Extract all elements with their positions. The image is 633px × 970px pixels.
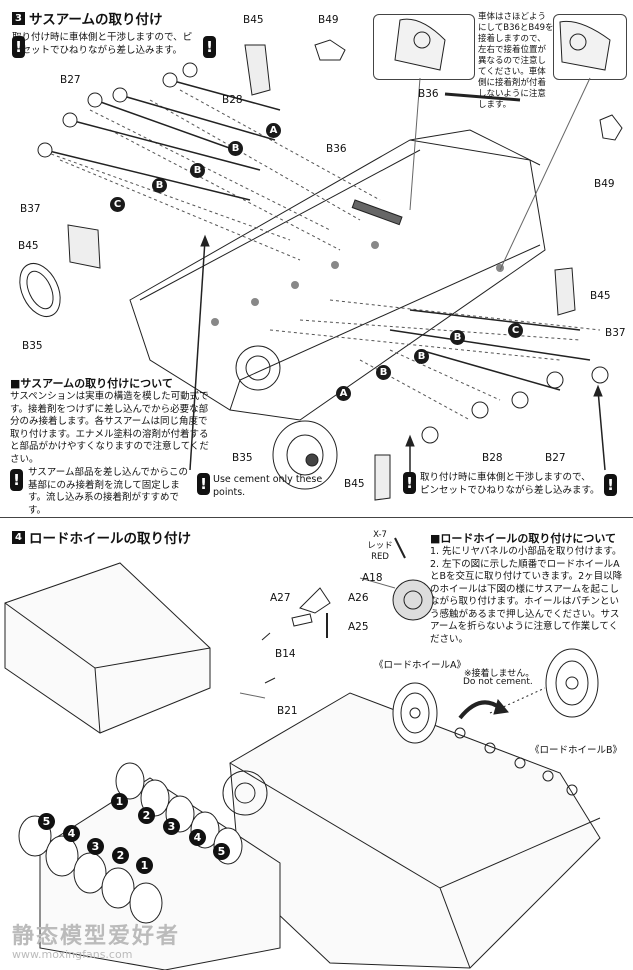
label-b36: B36 [326, 143, 347, 155]
warning-icon: ! [12, 36, 25, 58]
step3-tip-bottom: 取り付け時に車体側と干渉しますので、ピンセットでひねりながら差し込みます。 [420, 472, 600, 496]
label-a26: A26 [348, 592, 369, 604]
label-a18: A18 [362, 572, 383, 584]
step3-number: 3 [12, 11, 25, 25]
wheel-b-label: 《ロードホイールB》 [530, 745, 623, 756]
hull-side-plate [230, 245, 540, 410]
step3-about-body: サスペンションは実車の構造を模した可動式です。接着剤をつけずに差し込んでから必要… [10, 391, 209, 465]
step3-cement-en: Use cement only these points. [213, 474, 323, 498]
step4-about-title: ■ロードホイールの取り付けについて [430, 532, 617, 545]
hull-top-edge [140, 150, 420, 300]
label-b27: B27 [60, 74, 81, 86]
step3-tip-top: 取り付け時に車体側と干渉しますので、ピンセットでひねりながら差し込みます。 [12, 32, 198, 57]
label-b35: B35 [22, 340, 43, 352]
warning-icon: ! [403, 472, 416, 494]
step3-diagram [0, 0, 633, 517]
label-b37: B37 [20, 203, 41, 215]
step4-heading: 4 ロードホイールの取り付け [12, 527, 191, 547]
label-b35: B35 [232, 452, 253, 464]
step3-about: ■サスアームの取り付けについて サスペンションは実車の構造を模した可動式です。接… [10, 375, 210, 466]
order-marker: 1 [111, 793, 128, 810]
order-marker: 5 [213, 843, 230, 860]
no-cement-en: Do not cement. [463, 677, 533, 687]
marker-b: B [228, 141, 243, 156]
order-marker: 2 [138, 807, 155, 824]
paint-callout: X-7 レッド RED [366, 530, 394, 563]
label-b28: B28 [222, 94, 243, 106]
warning-icon: ! [203, 36, 216, 58]
marker-b: B [190, 163, 205, 178]
label-b45: B45 [590, 290, 611, 302]
label-b28: B28 [482, 452, 503, 464]
step3-tip-top-text: 取り付け時に車体側と干渉しますので、ピンセットでひねりながら差し込みます。 [12, 32, 193, 56]
step3-about-title: ■サスアームの取り付けについて [10, 377, 173, 390]
step3-detail-note: 車体はさほどようにしてB36とB49を接着しますので、左右で接着位置が異なるので… [478, 12, 554, 110]
label-b45: B45 [243, 14, 264, 26]
step3-cement-note: サスアーム部品を差し込んでからこの基部にのみ接着剤を流して固定します。流し込み系… [28, 467, 188, 516]
warning-icon: ! [10, 469, 23, 491]
paint-name-en: RED [371, 552, 389, 562]
order-marker: 3 [163, 818, 180, 835]
paint-name-jp: レッド [367, 541, 393, 551]
marker-b: B [152, 178, 167, 193]
step3-title: サスアームの取り付け [29, 12, 163, 28]
order-marker: 2 [112, 847, 129, 864]
order-marker: 3 [87, 838, 104, 855]
marker-b: B [414, 349, 429, 364]
marker-b: B [376, 365, 391, 380]
no-cement-jp: ※接着しません。 [464, 669, 535, 679]
step4-number: 4 [12, 530, 25, 544]
label-b14: B14 [275, 648, 296, 660]
marker-c: C [508, 323, 523, 338]
wheel-a-label: 《ロードホイールA》 [374, 660, 466, 671]
label-a25: A25 [348, 621, 369, 633]
marker-a: A [266, 123, 281, 138]
label-b37: B37 [605, 327, 626, 339]
marker-a: A [336, 386, 351, 401]
label-b49: B49 [594, 178, 615, 190]
order-marker: 4 [63, 825, 80, 842]
section-divider [0, 517, 633, 518]
label-b21: B21 [277, 705, 298, 717]
warning-icon: ! [197, 473, 210, 495]
order-marker: 4 [189, 829, 206, 846]
step4-about-body-1: 1. 先にリヤパネルの小部品を取り付けます。 [430, 546, 622, 557]
warning-icon: ! [604, 474, 617, 496]
rear-hull [5, 563, 210, 733]
label-b36: B36 [418, 88, 439, 100]
step4-diagram [0, 518, 633, 970]
lower-hull [40, 778, 280, 970]
marker-c: C [110, 197, 125, 212]
order-marker: 5 [38, 813, 55, 830]
hull-front-plate [410, 130, 540, 165]
step4-about: ■ロードホイールの取り付けについて 1. 先にリヤパネルの小部品を取り付けます。… [430, 530, 626, 646]
order-marker: 1 [136, 857, 153, 874]
label-b27: B27 [545, 452, 566, 464]
watermark-url: www.moxingfans.com [12, 948, 133, 961]
step4-about-body-2: 2. 左下の図に示した順番でロードホイールAとBを交互に取り付けていきます。2ヶ… [430, 558, 623, 645]
label-b45: B45 [344, 478, 365, 490]
step3-heading: 3 サスアームの取り付け [12, 8, 163, 28]
marker-b: B [450, 330, 465, 345]
step4-title: ロードホイールの取り付け [29, 531, 191, 547]
label-b49: B49 [318, 14, 339, 26]
paint-code: X-7 [373, 530, 387, 540]
watermark-text: 静态模型爱好者 [12, 924, 181, 949]
label-a27: A27 [270, 592, 291, 604]
label-b45: B45 [18, 240, 39, 252]
